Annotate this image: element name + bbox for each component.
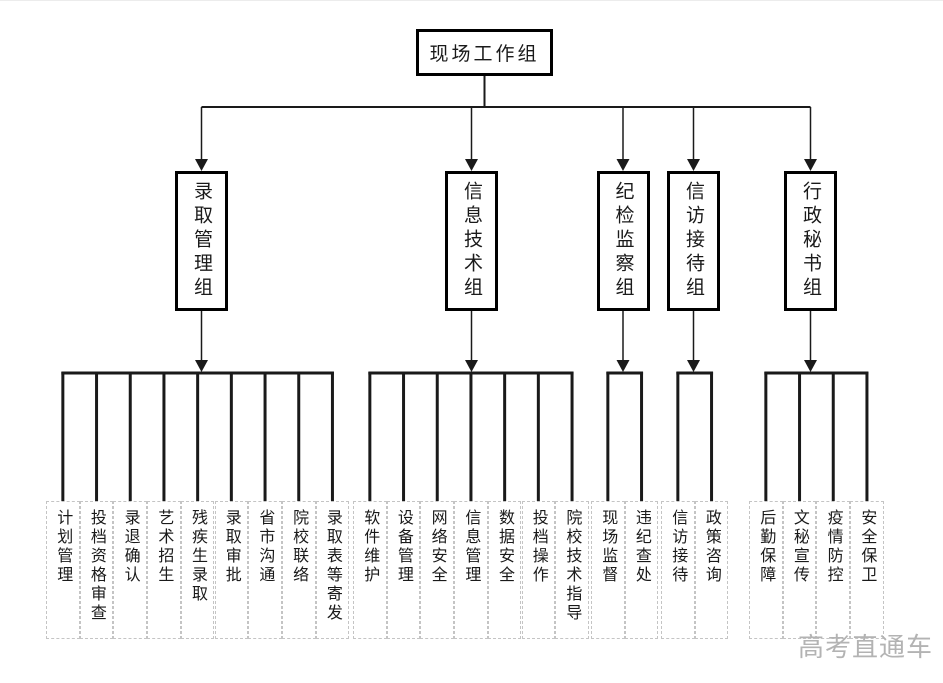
leaf-node-label: 艺术招生 — [155, 509, 175, 585]
leaf-node: 安全保卫 — [850, 501, 884, 639]
root-node-label: 现场工作组 — [429, 43, 540, 65]
leaf-node: 院校技术指导 — [555, 501, 589, 639]
leaf-node-label: 现场监督 — [599, 509, 619, 585]
leaf-node-label: 院校技术指导 — [563, 509, 583, 623]
leaf-node: 省市沟通 — [248, 501, 282, 639]
leaf-node-label: 录取表等寄发 — [323, 509, 343, 623]
leaf-node: 设备管理 — [386, 501, 421, 639]
leaf-node: 院校联络 — [281, 501, 316, 639]
group-node-label: 信息技术组 — [461, 181, 483, 301]
leaf-node-label: 疫情防控 — [824, 509, 844, 585]
leaf-node-label: 数据安全 — [496, 509, 516, 585]
leaf-node-label: 违纪查处 — [632, 509, 652, 585]
group-node-3: 纪检监察组 — [596, 171, 650, 311]
leaf-node: 后勤保障 — [749, 501, 783, 639]
leaf-node: 软件维护 — [353, 501, 387, 639]
leaf-node-label: 政策咨询 — [702, 509, 722, 585]
leaf-node: 录退确认 — [113, 501, 148, 639]
group-node-label: 行政秘书组 — [800, 181, 822, 301]
leaf-node-label: 投档操作 — [529, 509, 549, 585]
group-node-2: 信息技术组 — [445, 171, 498, 311]
leaf-node-label: 文秘宣传 — [790, 509, 810, 585]
leaf-node-label: 录退确认 — [121, 509, 141, 585]
leaf-node-label: 省市沟通 — [256, 509, 276, 585]
leaf-node: 艺术招生 — [147, 501, 181, 639]
leaf-node: 录取表等寄发 — [315, 501, 350, 639]
leaf-node-label: 投档资格审查 — [87, 509, 107, 623]
leaf-node: 投档操作 — [521, 501, 556, 639]
leaf-node-label: 残疾生录取 — [189, 509, 209, 604]
group-node-5: 行政秘书组 — [784, 171, 837, 311]
leaf-node-label: 录取审批 — [222, 509, 242, 585]
leaf-node-label: 软件维护 — [361, 509, 381, 585]
leaf-node: 现场监督 — [591, 501, 625, 639]
group-node-label: 纪检监察组 — [612, 181, 635, 301]
group-node-1: 录取管理组 — [175, 171, 228, 311]
leaf-node: 违纪查处 — [624, 501, 659, 639]
group-node-label: 信访接待组 — [683, 181, 705, 301]
leaf-node: 政策咨询 — [694, 501, 729, 639]
leaf-node-label: 信访接待 — [669, 509, 689, 585]
leaf-node: 计划管理 — [46, 501, 80, 639]
group-node-4: 信访接待组 — [667, 171, 720, 311]
leaf-node: 信息管理 — [454, 501, 488, 639]
leaf-node: 信访接待 — [661, 501, 695, 639]
leaf-node: 投档资格审查 — [79, 501, 114, 639]
leaf-node: 残疾生录取 — [180, 501, 215, 639]
leaf-node: 网络安全 — [420, 501, 455, 639]
watermark: 高考直通车 — [798, 633, 934, 663]
leaf-node: 文秘宣传 — [782, 501, 817, 639]
group-node-label: 录取管理组 — [191, 181, 213, 301]
root-node: 现场工作组 — [416, 29, 553, 76]
leaf-node-label: 设备管理 — [394, 509, 414, 585]
leaf-node-label: 后勤保障 — [757, 509, 777, 585]
leaf-node: 录取审批 — [214, 501, 249, 639]
leaf-node: 疫情防控 — [816, 501, 851, 639]
leaf-node-label: 信息管理 — [462, 509, 482, 585]
leaf-node: 数据安全 — [487, 501, 522, 639]
leaf-node-label: 院校联络 — [290, 509, 310, 585]
leaf-node-label: 网络安全 — [428, 509, 448, 585]
leaf-node-label: 安全保卫 — [858, 509, 878, 585]
leaf-node-label: 计划管理 — [54, 509, 74, 585]
